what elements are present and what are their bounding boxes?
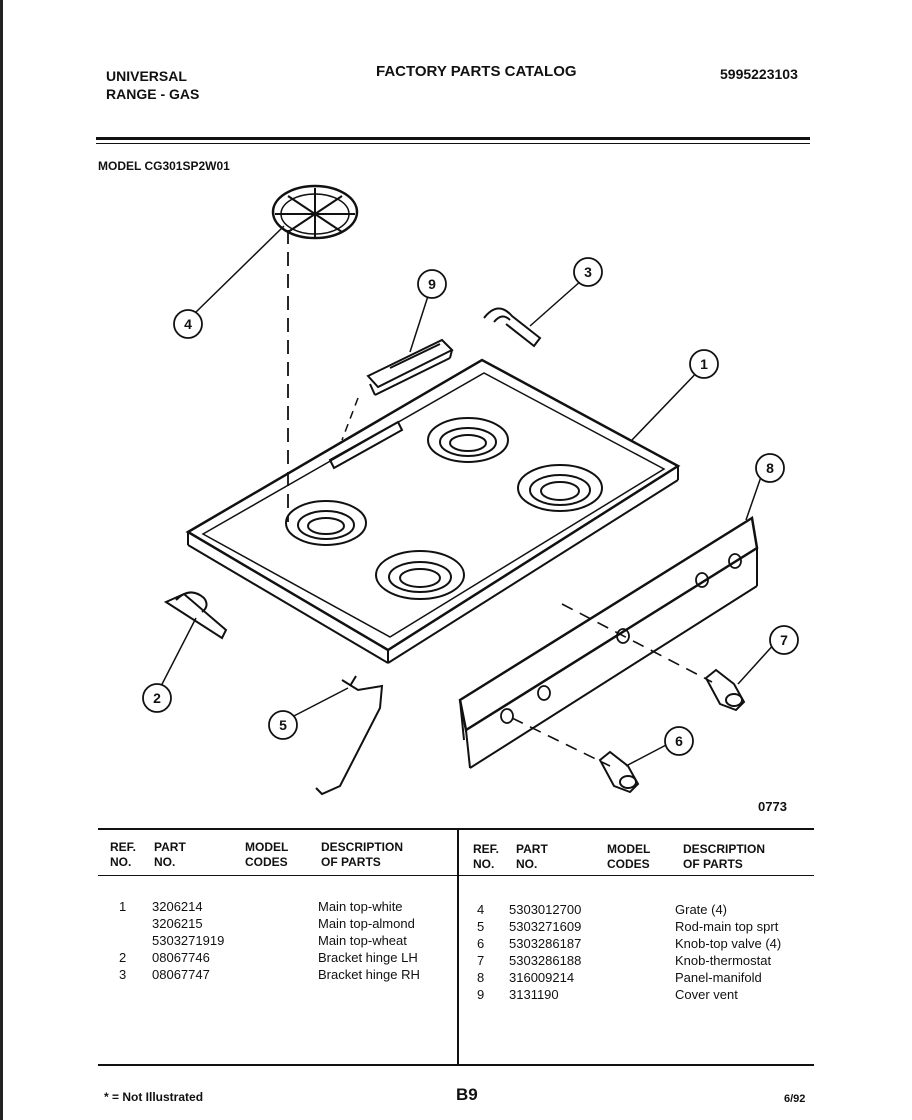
callout-9-label: 9 [428, 276, 436, 292]
header-ref: REF.NO. [110, 840, 137, 869]
table-bottom-rule [98, 1064, 814, 1066]
drawing-number: 0773 [758, 799, 787, 814]
catalog-number: 5995223103 [720, 66, 798, 82]
model-label: MODEL CG301SP2W01 [98, 159, 230, 173]
cover-vent-drawing [341, 338, 454, 441]
callout-4 [173, 309, 203, 339]
callout-2-label: 2 [153, 690, 161, 706]
callout-6-label: 6 [675, 733, 683, 749]
table-row-description: Main top-almond [318, 916, 415, 931]
table-row-ref [119, 915, 126, 932]
header-rule-thin [96, 143, 810, 144]
not-illustrated-note: * = Not Illustrated [104, 1090, 204, 1104]
table-row-description: Panel-manifold [675, 970, 762, 985]
brand-line-2: RANGE - GAS [106, 86, 200, 102]
header-ref-right: REF.NO. [473, 842, 500, 871]
main-top-drawing [185, 358, 681, 664]
table-row-description: Grate (4) [675, 902, 728, 917]
table-row-ref: 6 [477, 936, 485, 951]
hinge-brackets-drawing [163, 307, 542, 640]
table-row-description: Bracket hinge RH [318, 967, 420, 982]
left-ref-column: 1 2 3 [119, 898, 126, 983]
table-row-description: Rod-main top sprt [675, 919, 779, 934]
table-row-part: 5303271609 [509, 919, 582, 934]
grate-drawing [271, 184, 359, 522]
table-center-divider [457, 830, 459, 1066]
page-border [0, 0, 3, 1120]
table-row-part: 3206215 [152, 916, 203, 931]
right-ref-column: 4 5 6 7 8 9 [477, 901, 484, 1003]
table-row-ref: 9 [477, 987, 485, 1002]
table-row-ref: 1 [119, 899, 127, 914]
callout-8 [755, 453, 785, 483]
support-rod-drawing [315, 675, 384, 796]
manifold-panel-drawing [458, 515, 759, 769]
exploded-parts-diagram: 1 2 3 4 5 6 7 8 9 0773 [142, 184, 799, 814]
table-row-ref [119, 932, 126, 949]
callout-5-label: 5 [279, 717, 287, 733]
table-row-description: Knob-thermostat [675, 953, 772, 968]
table-header-rule [98, 875, 814, 876]
callout-3 [573, 257, 603, 287]
knobs-drawing [598, 668, 746, 794]
left-description-column: Main top-white Main top-almond Main top-… [318, 898, 420, 983]
callout-3-label: 3 [584, 264, 592, 280]
revision-date: 6/92 [784, 1093, 806, 1105]
callout-1 [689, 349, 719, 379]
callout-6 [664, 726, 694, 756]
table-row-part: 5303286188 [509, 953, 582, 968]
table-row-part: 5303271919 [152, 933, 225, 948]
callout-8-label: 8 [766, 460, 774, 476]
header-rule-thick [96, 137, 810, 140]
right-description-column: Grate (4) Rod-main top sprt Knob-top val… [675, 901, 781, 1003]
table-row-part: 5303012700 [509, 902, 582, 917]
right-part-column: 5303012700 5303271609 5303286187 5303286… [509, 901, 581, 1003]
table-row-ref: 3 [119, 967, 127, 982]
table-row-part: 08067747 [152, 967, 210, 982]
table-row-ref: 8 [477, 970, 485, 985]
callout-4-label: 4 [184, 316, 192, 332]
table-row-part: 3131190 [509, 987, 559, 1002]
table-row-description: Knob-top valve (4) [675, 936, 782, 951]
table-row-description: Main top-wheat [318, 933, 407, 948]
table-row-ref: 2 [119, 950, 127, 965]
callout-2 [142, 683, 172, 713]
callout-7-label: 7 [780, 632, 788, 648]
table-top-rule [98, 828, 814, 830]
table-row-description: Bracket hinge LH [318, 950, 418, 965]
table-row-part: 08067746 [152, 950, 210, 965]
callout-7 [769, 625, 799, 655]
brand-line-1: UNIVERSAL [106, 68, 187, 84]
table-row-description: Main top-white [318, 899, 403, 914]
callout-1-label: 1 [700, 356, 708, 372]
table-row-ref: 5 [477, 919, 485, 934]
callout-5 [268, 710, 298, 740]
table-row-part: 316009214 [509, 970, 575, 985]
catalog-title: FACTORY PARTS CATALOG [376, 63, 577, 80]
table-row-ref: 7 [477, 953, 485, 968]
left-part-column: 3206214 3206215 5303271919 08067746 0806… [152, 898, 224, 983]
page-number: B9 [456, 1085, 478, 1104]
table-row-ref: 4 [477, 902, 485, 917]
table-row-part: 5303286187 [509, 936, 582, 951]
table-row-part: 3206214 [152, 899, 203, 914]
callout-9 [417, 269, 447, 299]
table-row-description: Cover vent [675, 987, 738, 1002]
